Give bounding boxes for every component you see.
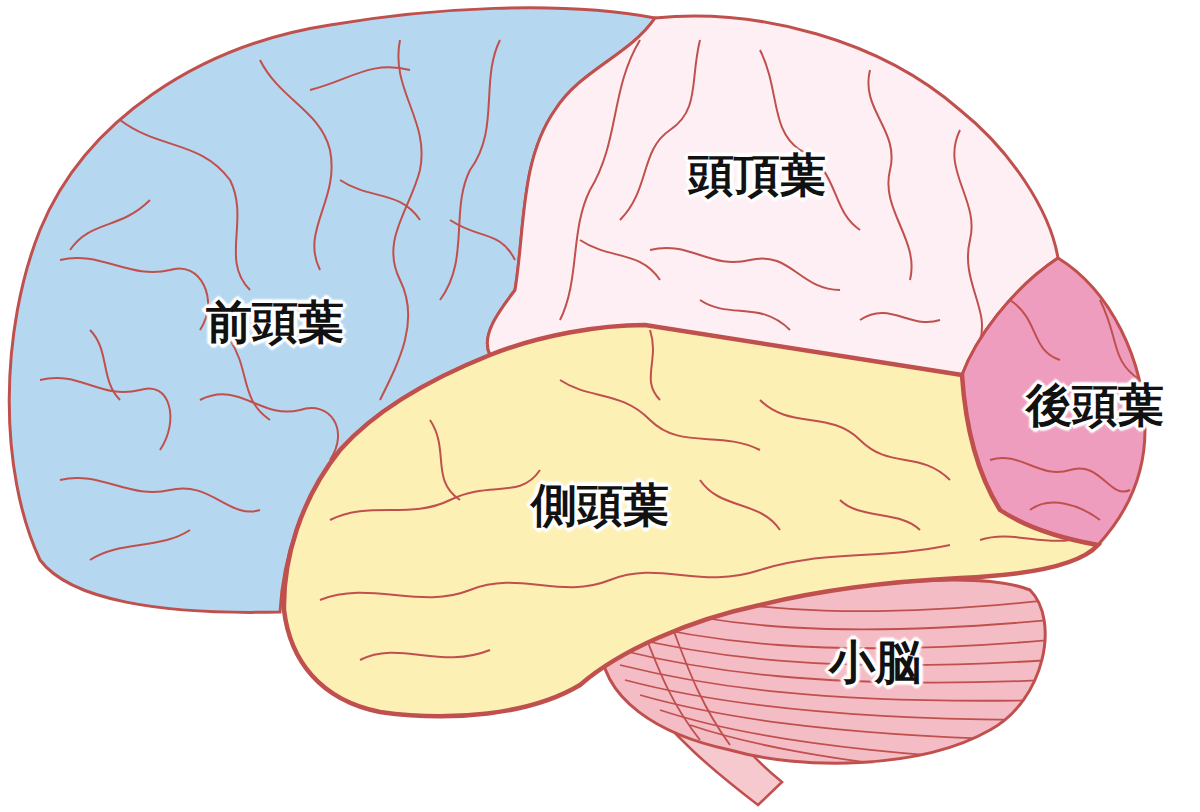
lobe-boundary-dashed	[645, 325, 962, 375]
temporal-gyri	[320, 330, 1070, 660]
region-label: 前頭葉	[206, 297, 344, 348]
region-label: 小脳	[829, 637, 921, 688]
region-label: 頭頂葉	[688, 150, 826, 201]
region-label: 後頭葉	[1026, 380, 1164, 431]
parietal-lobe	[487, 16, 1058, 375]
region-label: 側頭葉	[531, 480, 669, 531]
parietal-gyri	[560, 40, 982, 340]
temporal-lobe	[284, 325, 1098, 716]
